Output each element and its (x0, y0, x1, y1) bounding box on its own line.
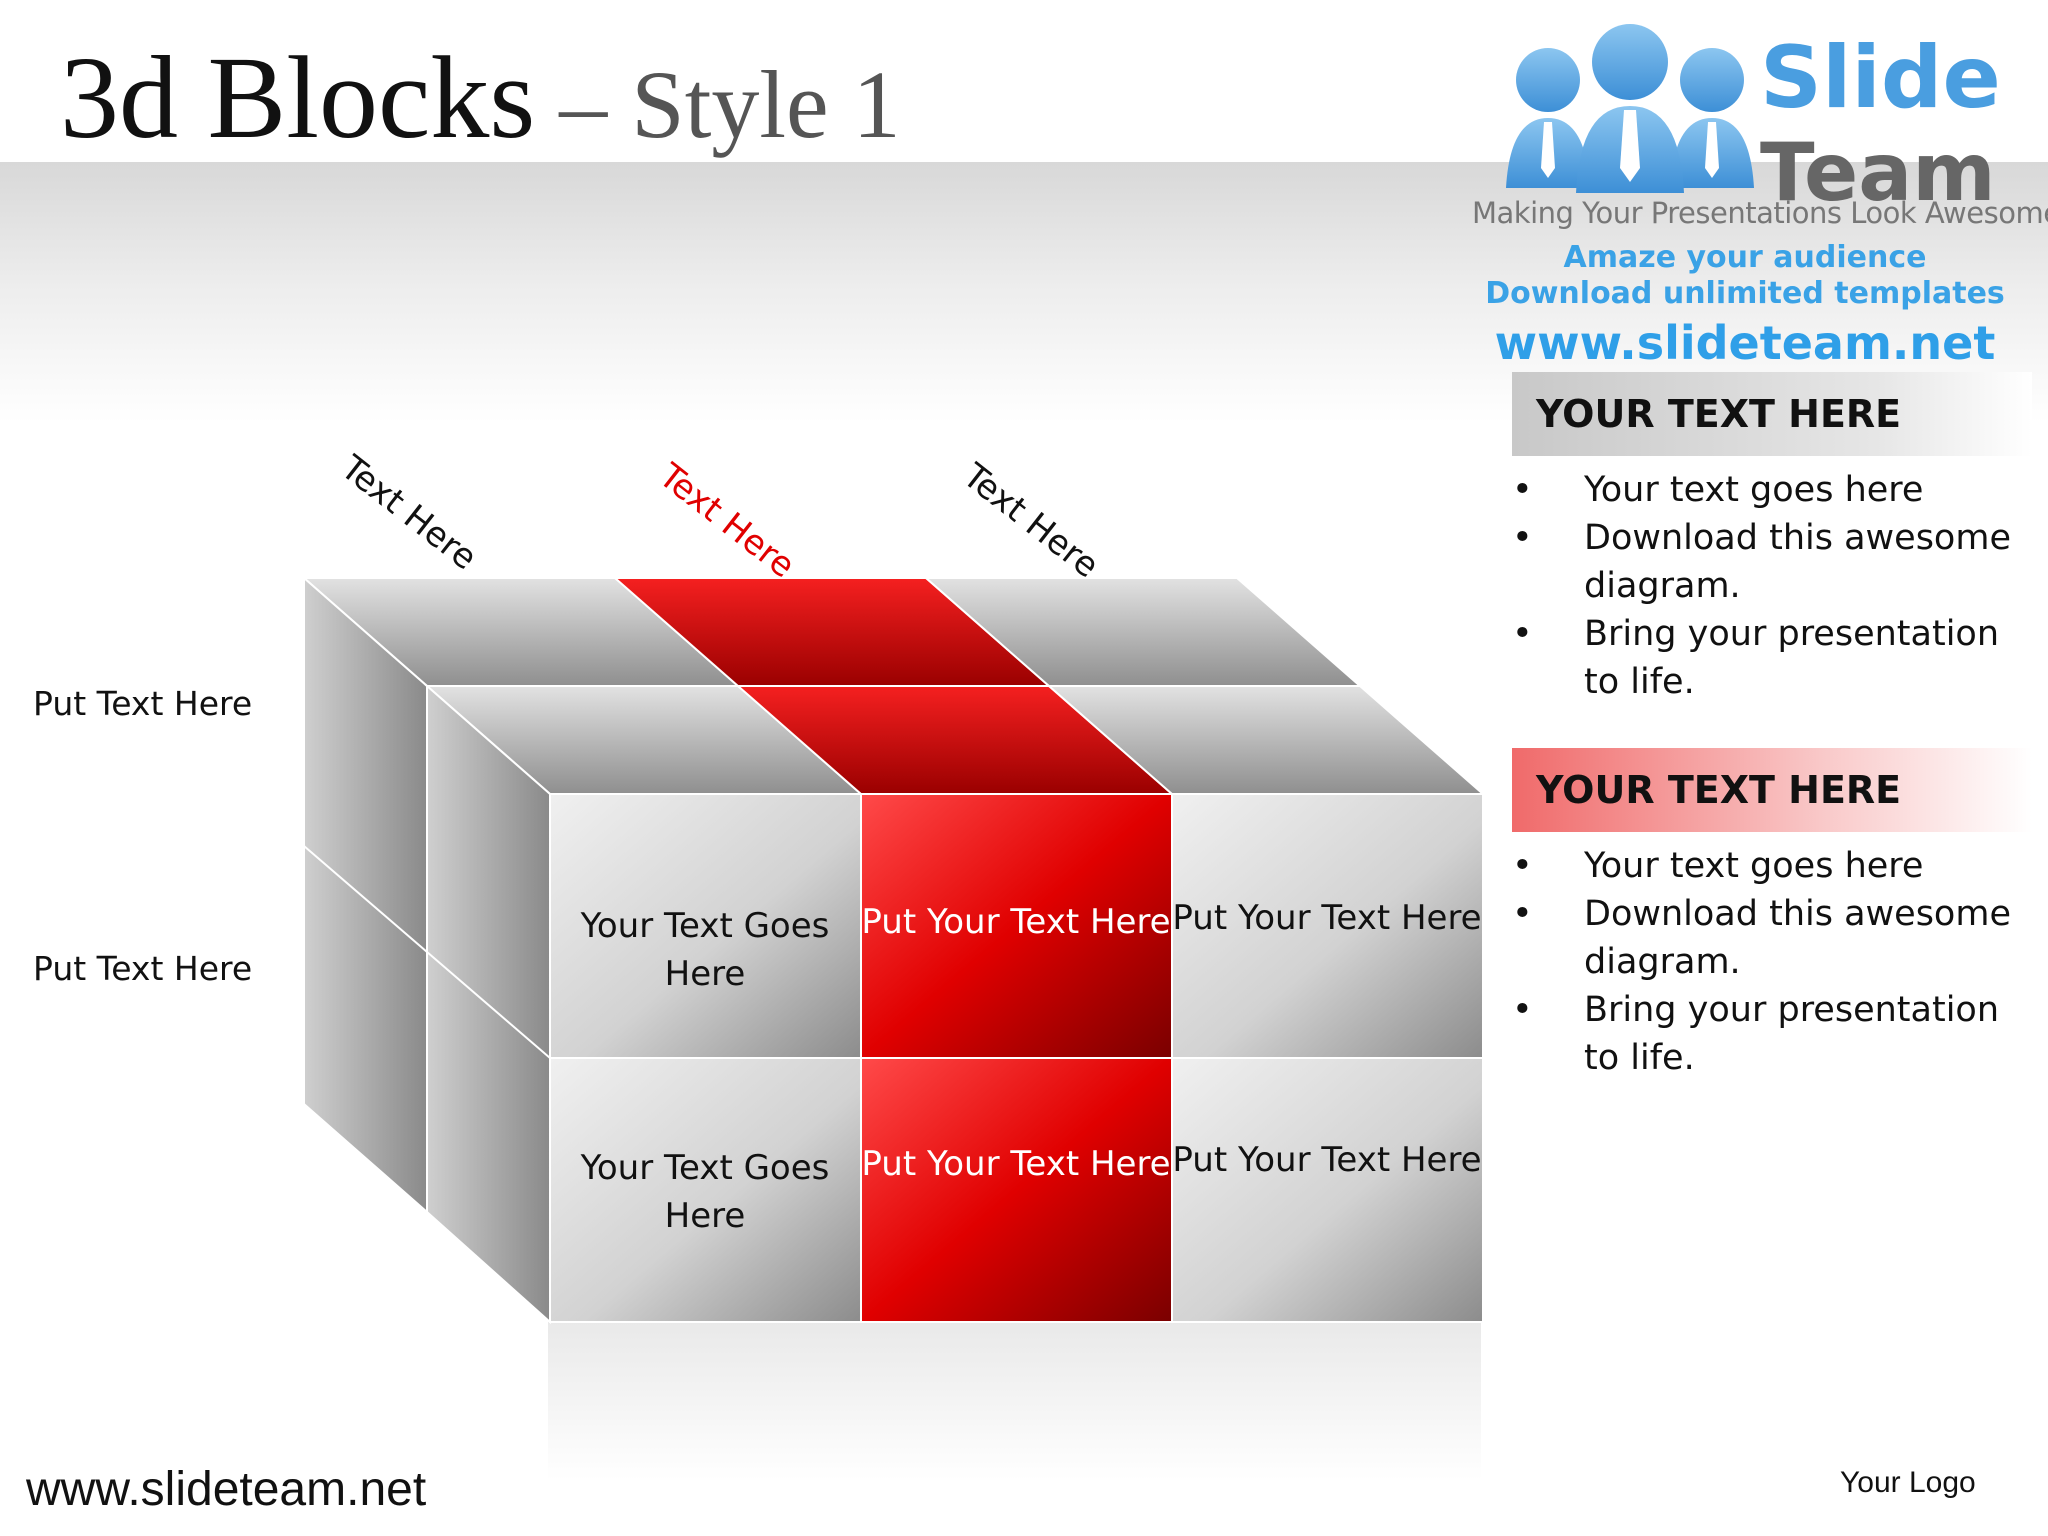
cell-r1-c3-text: Put Your Text Here (1172, 898, 1482, 938)
face-r1-c1 (549, 793, 862, 1059)
cell-r2-c3-text: Put Your Text Here (1172, 1140, 1482, 1180)
logo-promo-2: Download unlimited templates (1485, 276, 2005, 311)
bullet-item: •Your text goes here (1512, 470, 1924, 510)
title-sub: Style 1 (631, 51, 901, 158)
logo-word-slide: Slide (1760, 28, 2001, 128)
logo-word-team: Team (1760, 126, 1996, 219)
title-dash: – (535, 51, 632, 158)
bullet-item: •Download this awesome diagram. (1512, 518, 2011, 606)
logo-tagline: Making Your Presentations Look Awesome (1472, 196, 2048, 230)
bullet-text: Download this awesome diagram. (1584, 894, 2011, 982)
footer-logo-placeholder: Your Logo (1840, 1466, 1976, 1499)
cell-r2-c2-text: Put Your Text Here (861, 1144, 1171, 1184)
cell-r1-c1-text: Your Text Goes Here (580, 906, 830, 994)
slideteam-logo[interactable]: Slide Team Making Your Presentations Loo… (1460, 18, 2048, 370)
bullet-text: Bring your presentation to life. (1584, 990, 2000, 1078)
bullet-text: Your text goes here (1584, 846, 1924, 886)
face-r2-c1 (549, 1057, 862, 1323)
reflection (548, 1322, 1481, 1480)
cell-r1-c2-text: Put Your Text Here (861, 902, 1171, 942)
footer-url[interactable]: www.slideteam.net (26, 1463, 427, 1516)
title-main: 3d Blocks (60, 32, 536, 163)
face-r1-c3 (1171, 793, 1484, 1059)
bullet-item: •Download this awesome diagram. (1512, 894, 2011, 982)
people-logo-icon (1506, 24, 1754, 193)
panel-1-bullets: •Your text goes here •Download this awes… (1512, 466, 2032, 706)
panel-1-heading: YOUR TEXT HERE (1512, 372, 2032, 456)
text-panel-2: YOUR TEXT HERE •Your text goes here •Dow… (1512, 748, 2032, 1082)
bullet-item: •Your text goes here (1512, 846, 1924, 886)
bullet-text: Download this awesome diagram. (1584, 518, 2011, 606)
bullet-text: Bring your presentation to life. (1584, 614, 2000, 702)
cell-r2-c1-text: Your Text Goes Here (580, 1148, 830, 1236)
row-label-2: Put Text Here (33, 949, 253, 988)
text-panel-1: YOUR TEXT HERE •Your text goes here •Dow… (1512, 372, 2032, 706)
panel-2-bullets: •Your text goes here •Download this awes… (1512, 842, 2032, 1082)
logo-url[interactable]: www.slideteam.net (1494, 316, 1996, 370)
panel-2-heading: YOUR TEXT HERE (1512, 748, 2032, 832)
logo-promo-1: Amaze your audience (1563, 240, 1927, 275)
bullet-item: •Bring your presentation to life. (1512, 990, 2000, 1078)
slide-title: 3d Blocks – Style 1 (60, 30, 901, 166)
side-back (303, 575, 428, 1215)
face-r2-c3 (1171, 1057, 1484, 1323)
bullet-item: •Bring your presentation to life. (1512, 614, 2000, 702)
face-r2-c2 (860, 1057, 1173, 1323)
bullet-text: Your text goes here (1584, 470, 1924, 510)
face-r1-c2 (860, 793, 1173, 1059)
row-label-1: Put Text Here (33, 684, 253, 723)
